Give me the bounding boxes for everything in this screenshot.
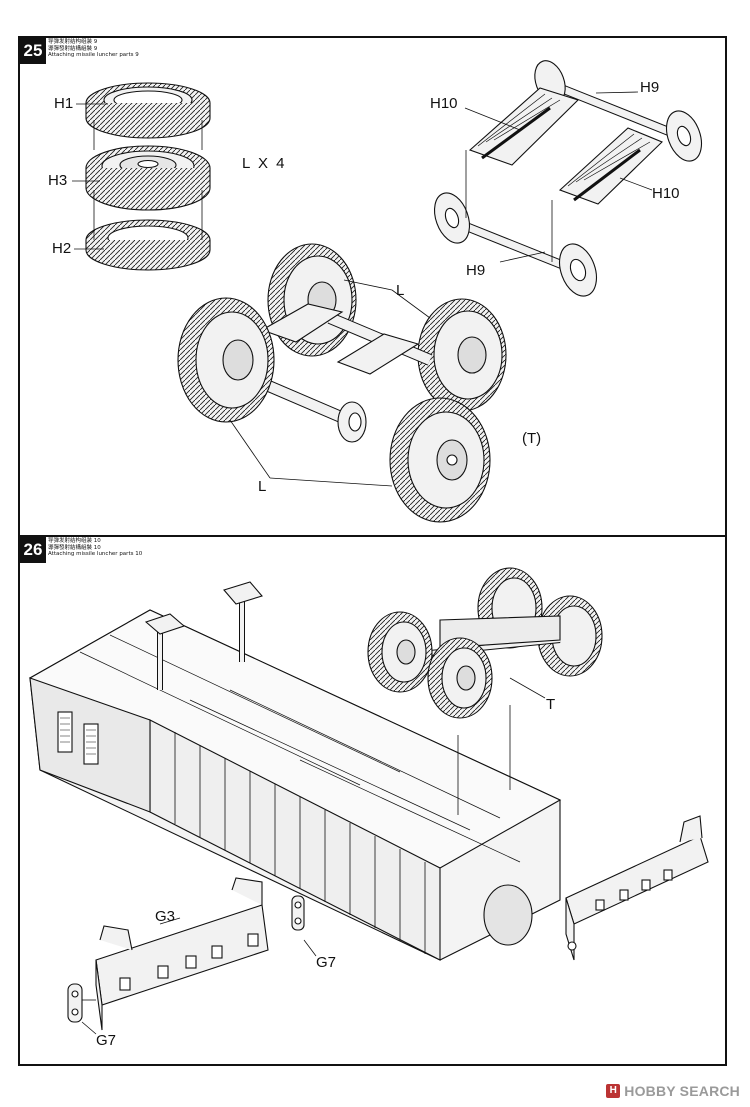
callout-l-top: L (396, 282, 405, 299)
step-26-title: 导弹发射结构组装 10 導彈發射結構組裝 10 Attaching missil… (48, 538, 142, 558)
step-26-title-zh-traditional: 導彈發射結構組裝 10 (48, 544, 101, 551)
instruction-frame (18, 36, 727, 1066)
callout-l-bottom: L (258, 478, 267, 495)
step-25-number: 25 (20, 38, 46, 64)
g7-shackle-left (67, 983, 97, 1035)
hobby-search-watermark: H HOBBY SEARCH (606, 1083, 740, 1099)
tire-parts-exploded (72, 82, 211, 271)
callout-h2: H2 (52, 240, 72, 257)
bogie-assembly-t (177, 243, 507, 523)
step-26-number: 26 (20, 537, 46, 563)
callout-h9-top: H9 (640, 79, 660, 96)
bogie-t (367, 567, 603, 719)
step-25-title: 导弹发射结构组装 9 導彈發射結構組裝 9 Attaching missile … (48, 39, 139, 59)
step-26-title-zh-simplified: 导弹发射结构组装 10 (48, 538, 101, 544)
callout-h9-bottom: H9 (466, 262, 486, 279)
callout-t-bogie: (T) (522, 430, 542, 447)
callout-g7-right: G7 (316, 954, 337, 971)
callout-g7-left: G7 (96, 1032, 117, 1049)
callout-h1: H1 (54, 95, 74, 112)
step-26-title-en: Attaching missile luncher parts 10 (48, 551, 143, 557)
trailer-chassis (28, 581, 709, 961)
g7-shackle-right (291, 895, 317, 957)
g3-bumper-part (95, 877, 269, 1031)
watermark-logo-icon: H (606, 1084, 621, 1098)
callout-lx4-quantity: L X 4 (242, 155, 287, 172)
step-25-title-zh-traditional: 導彈發射結構組裝 9 (48, 45, 98, 52)
step-divider (18, 535, 727, 537)
callout-h10-top: H10 (430, 95, 458, 112)
callout-h10-right: H10 (652, 185, 680, 202)
callout-g3: G3 (155, 908, 176, 925)
step-25-title-zh-simplified: 导弹发射结构组装 9 (48, 39, 98, 45)
watermark-text: HOBBY SEARCH (624, 1083, 740, 1099)
axle-subassembly (433, 60, 703, 297)
step-25-title-en: Attaching missile luncher parts 9 (48, 52, 139, 58)
callout-t: T (546, 696, 556, 713)
callout-h3: H3 (48, 172, 68, 189)
